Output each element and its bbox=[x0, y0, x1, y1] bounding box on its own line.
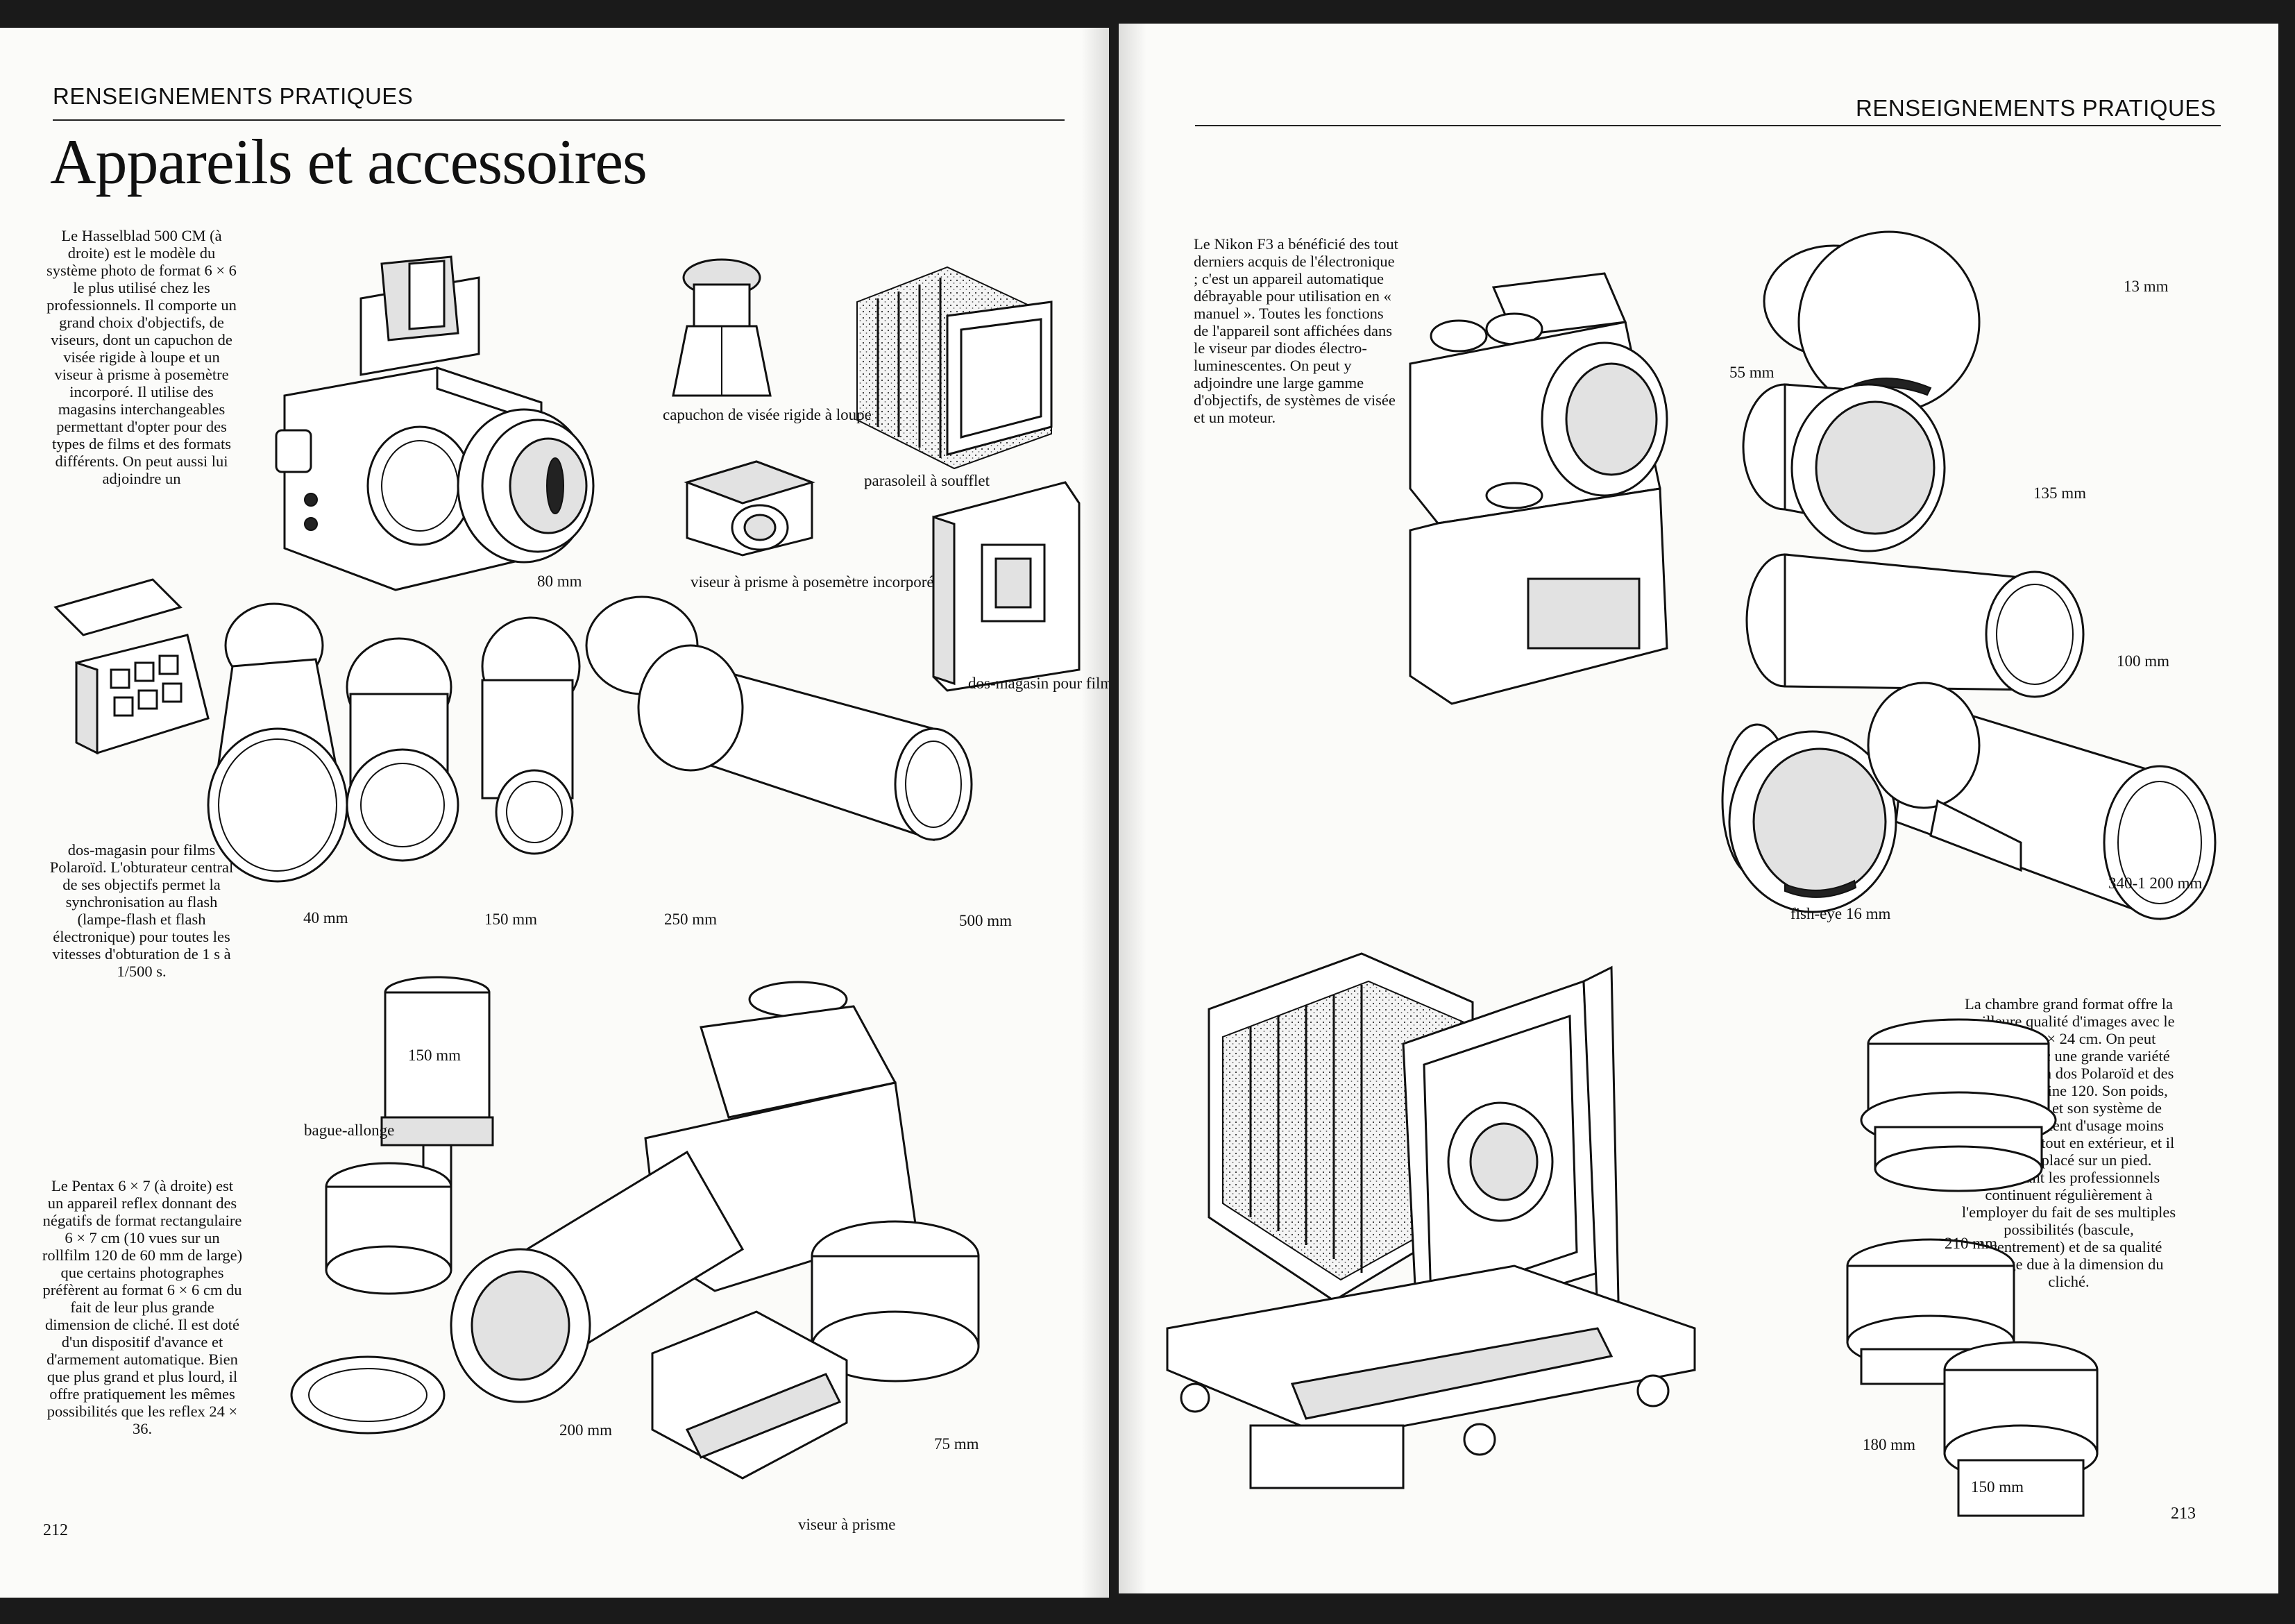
section-label: RENSEIGNEMENTS PRATIQUES bbox=[1856, 95, 2217, 121]
caption-pentax-75: 75 mm bbox=[934, 1435, 979, 1453]
left-page: RENSEIGNEMENTS PRATIQUES Appareils et ac… bbox=[0, 28, 1109, 1598]
bellows-hood-illustration bbox=[843, 260, 1072, 475]
header-rule bbox=[1195, 125, 2221, 126]
caption-lens-340: 340-1 200 mm bbox=[2108, 874, 2203, 892]
caption-dos-magasin: dos-magasin pour film Polaroïd bbox=[968, 675, 1109, 692]
hasselblad-camera-illustration bbox=[271, 250, 632, 597]
nikon-lenses-illustration bbox=[1729, 246, 2229, 947]
caption-lens-210: 210 mm bbox=[1945, 1235, 1998, 1252]
pentax-text: Le Pentax 6 × 7 (à droite) est un appare… bbox=[42, 1177, 243, 1437]
caption-capuchon: capuchon de visée rigide à loupe bbox=[663, 406, 872, 423]
caption-parasoleil: parasoleil à soufflet bbox=[864, 472, 990, 489]
prism-viewfinder-illustration bbox=[673, 448, 826, 559]
right-page: RENSEIGNEMENTS PRATIQUES Le Nikon F3 a b… bbox=[1119, 24, 2278, 1593]
caption-lens-150: 150 mm bbox=[1971, 1478, 2024, 1496]
nikon-f3-illustration bbox=[1396, 260, 1722, 718]
caption-lens-80: 80 mm bbox=[537, 573, 582, 590]
polaroid-back-illustration bbox=[920, 475, 1086, 697]
caption-lens-13: 13 mm bbox=[2124, 278, 2169, 295]
gutter-shadow bbox=[1119, 24, 1146, 1593]
accessory-case-illustration bbox=[49, 580, 215, 760]
caption-fisheye: fish-eye 16 mm bbox=[1790, 905, 1891, 922]
caption-lens-180: 180 mm bbox=[1863, 1436, 1916, 1453]
caption-lens-55: 55 mm bbox=[1729, 364, 1775, 381]
caption-lens-500: 500 mm bbox=[959, 912, 1013, 929]
caption-lens-135: 135 mm bbox=[2033, 484, 2087, 502]
loupe-hood-illustration bbox=[659, 257, 784, 403]
caption-lens-150: 150 mm bbox=[484, 911, 538, 928]
page-number: 213 bbox=[2171, 1505, 2196, 1523]
hasselblad-text-1: Le Hasselblad 500 CM (à droite) est le m… bbox=[46, 227, 237, 487]
caption-pentax-200: 200 mm bbox=[559, 1421, 613, 1439]
caption-pentax-150: 150 mm bbox=[408, 1047, 461, 1064]
page-title: Appareils et accessoires bbox=[50, 126, 647, 197]
caption-viseur-prisme: viseur à prisme bbox=[798, 1516, 896, 1533]
header-rule bbox=[53, 119, 1065, 121]
large-format-lenses-illustration bbox=[1834, 1023, 2097, 1537]
caption-lens-40: 40 mm bbox=[303, 909, 348, 927]
caption-lens-250: 250 mm bbox=[664, 911, 718, 928]
chambre-text: La chambre grand format offre la meilleu… bbox=[1961, 995, 2176, 1290]
hasselblad-text-2: dos-magasin pour films Polaroïd. L'obtur… bbox=[49, 841, 234, 980]
caption-viseur-prisme-posemetre: viseur à prisme à posemètre incorporé bbox=[691, 573, 934, 591]
nikon-text: Le Nikon F3 a bénéficié des tout dernier… bbox=[1194, 235, 1398, 426]
gutter-shadow bbox=[1081, 28, 1109, 1598]
view-camera-illustration bbox=[1153, 940, 1820, 1523]
page-number: 212 bbox=[43, 1521, 68, 1539]
pentax-system-illustration bbox=[298, 979, 1034, 1534]
hasselblad-lenses-illustration bbox=[205, 597, 1024, 909]
section-label: RENSEIGNEMENTS PRATIQUES bbox=[53, 83, 414, 109]
caption-bague-allonge: bague-allonge bbox=[304, 1122, 395, 1139]
caption-lens-100: 100 mm bbox=[2117, 652, 2170, 670]
